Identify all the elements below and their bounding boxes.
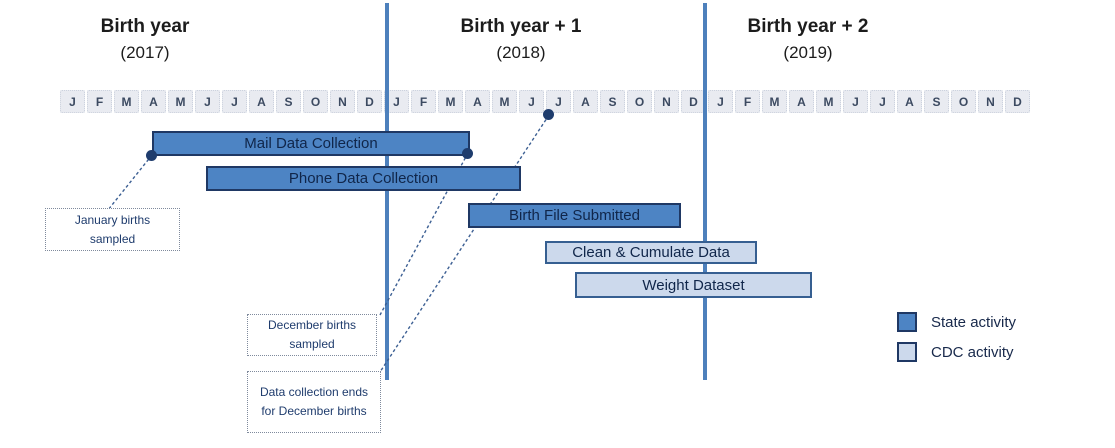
legend-item-state-activity: State activity [897, 312, 1016, 332]
year-header-year: (2019) [783, 43, 833, 62]
month-cell: M [816, 90, 841, 113]
month-cell: M [438, 90, 463, 113]
legend-item-cdc-activity: CDC activity [897, 342, 1016, 362]
month-cell: F [735, 90, 760, 113]
month-cell: A [141, 90, 166, 113]
month-cell: O [303, 90, 328, 113]
task-bar-birth-file-submitted: Birth File Submitted [468, 203, 681, 228]
year-divider-line-2018-2019 [703, 3, 707, 380]
month-cell: M [114, 90, 139, 113]
month-cell: J [546, 90, 571, 113]
year-header-year: (2017) [120, 43, 170, 62]
year-header-birth-year-plus-2: Birth year + 2 (2019) [748, 13, 869, 65]
month-cell: F [87, 90, 112, 113]
year-header-year: (2018) [496, 43, 546, 62]
month-cell: F [411, 90, 436, 113]
month-cell: D [357, 90, 382, 113]
month-cell: J [60, 90, 85, 113]
legend-label: State activity [931, 313, 1017, 331]
month-cell: S [600, 90, 625, 113]
month-cell: M [492, 90, 517, 113]
month-cell: J [222, 90, 247, 113]
year-header-label: Birth year + 1 [460, 16, 582, 37]
task-bar-mail-data-collection: Mail Data Collection [152, 131, 470, 156]
task-bar-phone-data-collection: Phone Data Collection [206, 166, 521, 191]
year-header-birth-year: Birth year (2017) [101, 13, 190, 65]
milestone-dot-collection-end [543, 109, 554, 120]
month-cell: J [384, 90, 409, 113]
year-header-birth-year-plus-1: Birth year + 1 (2018) [461, 13, 582, 65]
month-cell: J [708, 90, 733, 113]
month-cell: S [276, 90, 301, 113]
callout-january-births-sampled: January births sampled [45, 208, 180, 251]
year-header-label: Birth year [100, 16, 190, 37]
month-cell: J [195, 90, 220, 113]
month-cell: A [465, 90, 490, 113]
year-header-label: Birth year + 2 [747, 16, 869, 37]
milestone-dot-december-sampled [462, 148, 473, 159]
month-cell: J [870, 90, 895, 113]
month-cell: M [168, 90, 193, 113]
milestone-dot-january-sampled [146, 150, 157, 161]
cdc-activity-swatch-icon [897, 342, 917, 362]
month-cell: D [1005, 90, 1030, 113]
month-cell: A [573, 90, 598, 113]
month-cell: N [330, 90, 355, 113]
month-cell: N [654, 90, 679, 113]
month-cell: A [789, 90, 814, 113]
month-cell: S [924, 90, 949, 113]
month-cell: M [762, 90, 787, 113]
connector-line-january-sampled [107, 154, 153, 211]
callout-text: January births sampled [74, 212, 151, 246]
callout-text: Data collection ends for December births [259, 385, 369, 418]
legend: State activity CDC activity [897, 312, 1016, 362]
task-bar-clean-cumulate-data: Clean & Cumulate Data [545, 241, 757, 264]
task-bar-weight-dataset: Weight Dataset [575, 272, 812, 298]
year-divider-line-2017-2018 [385, 3, 389, 380]
callout-text: December births sampled [267, 318, 357, 351]
legend-label: CDC activity [931, 343, 1014, 361]
callout-december-births-sampled: December births sampled [247, 314, 377, 356]
state-activity-swatch-icon [897, 312, 917, 332]
callout-data-collection-ends: Data collection ends for December births [247, 371, 381, 433]
month-cell: A [897, 90, 922, 113]
month-cell: O [951, 90, 976, 113]
month-cell: J [519, 90, 544, 113]
month-cell: N [978, 90, 1003, 113]
month-cell: O [627, 90, 652, 113]
month-cell: A [249, 90, 274, 113]
month-cell: D [681, 90, 706, 113]
month-cell: J [843, 90, 868, 113]
